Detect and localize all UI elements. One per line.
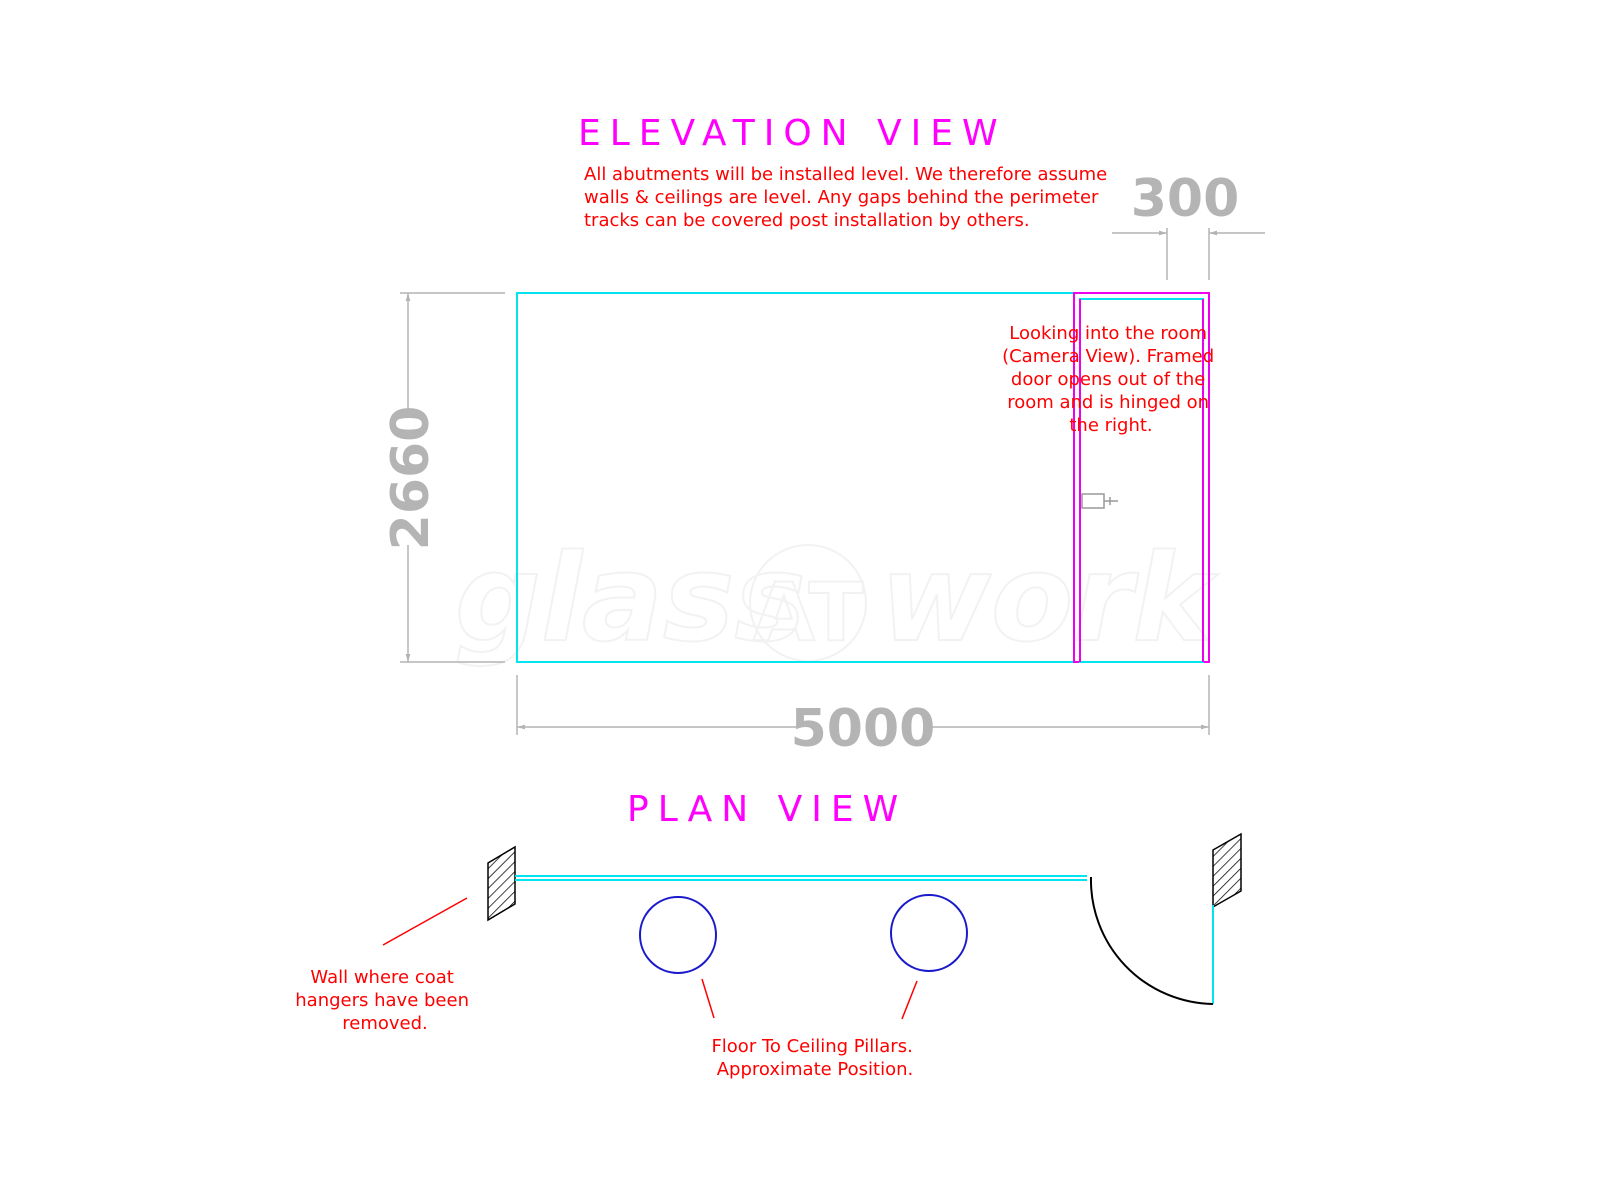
abutments-note-line: walls & ceilings are level. Any gaps beh… xyxy=(584,187,1099,208)
watermark-left-text: glass xyxy=(455,530,806,669)
camera-view-note-line: door opens out of the xyxy=(1011,369,1205,390)
abutments-note-line: tracks can be covered post installation … xyxy=(584,210,1030,231)
door-width-value: 300 xyxy=(1131,169,1240,229)
pillar-note-leader xyxy=(901,980,918,1020)
left-wall-hatch xyxy=(487,845,516,922)
camera-view-note: Looking into the room (Camera View). Fra… xyxy=(1002,323,1220,436)
width-dimension: 5000 xyxy=(516,675,1210,759)
watermark-right-text: work xyxy=(880,530,1218,669)
watermark: glass AT work xyxy=(454,529,1219,670)
wall-note: Wall where coat hangers have been remove… xyxy=(295,967,474,1034)
watermark-badge-text: AT xyxy=(753,566,864,659)
wall-note-line: Wall where coat xyxy=(310,967,453,988)
right-wall-hatch xyxy=(1212,832,1242,909)
height-dimension: 2660 xyxy=(381,292,505,663)
door-swing-arc xyxy=(1089,876,1214,1005)
pillar-note-leader xyxy=(701,978,715,1019)
pillars-note: Floor To Ceiling Pillars. Approximate Po… xyxy=(711,1036,918,1080)
door-handle-icon xyxy=(1081,493,1118,509)
camera-view-note-line: room and is hinged on xyxy=(1007,392,1209,413)
abutments-note: All abutments will be installed level. W… xyxy=(584,164,1113,231)
pillar-circle xyxy=(890,894,968,972)
plan-view-heading: PLAN VIEW xyxy=(627,789,907,830)
camera-view-note-line: the right. xyxy=(1069,415,1152,436)
width-value: 5000 xyxy=(791,699,936,759)
abutments-note-line: All abutments will be installed level. W… xyxy=(584,164,1107,185)
wall-note-line: removed. xyxy=(342,1013,428,1034)
camera-view-note-line: (Camera View). Framed xyxy=(1002,346,1214,367)
pillars-note-line: Approximate Position. xyxy=(717,1059,914,1080)
pillar-circle xyxy=(639,896,717,974)
elevation-view-heading: ELEVATION VIEW xyxy=(578,113,1007,154)
height-value: 2660 xyxy=(381,406,441,551)
door-width-dimension: 300 xyxy=(1112,169,1265,280)
pillars-note-line: Floor To Ceiling Pillars. xyxy=(711,1036,912,1057)
camera-view-note-line: Looking into the room xyxy=(1009,323,1207,344)
wall-note-leader xyxy=(382,897,468,946)
wall-note-line: hangers have been xyxy=(295,990,469,1011)
